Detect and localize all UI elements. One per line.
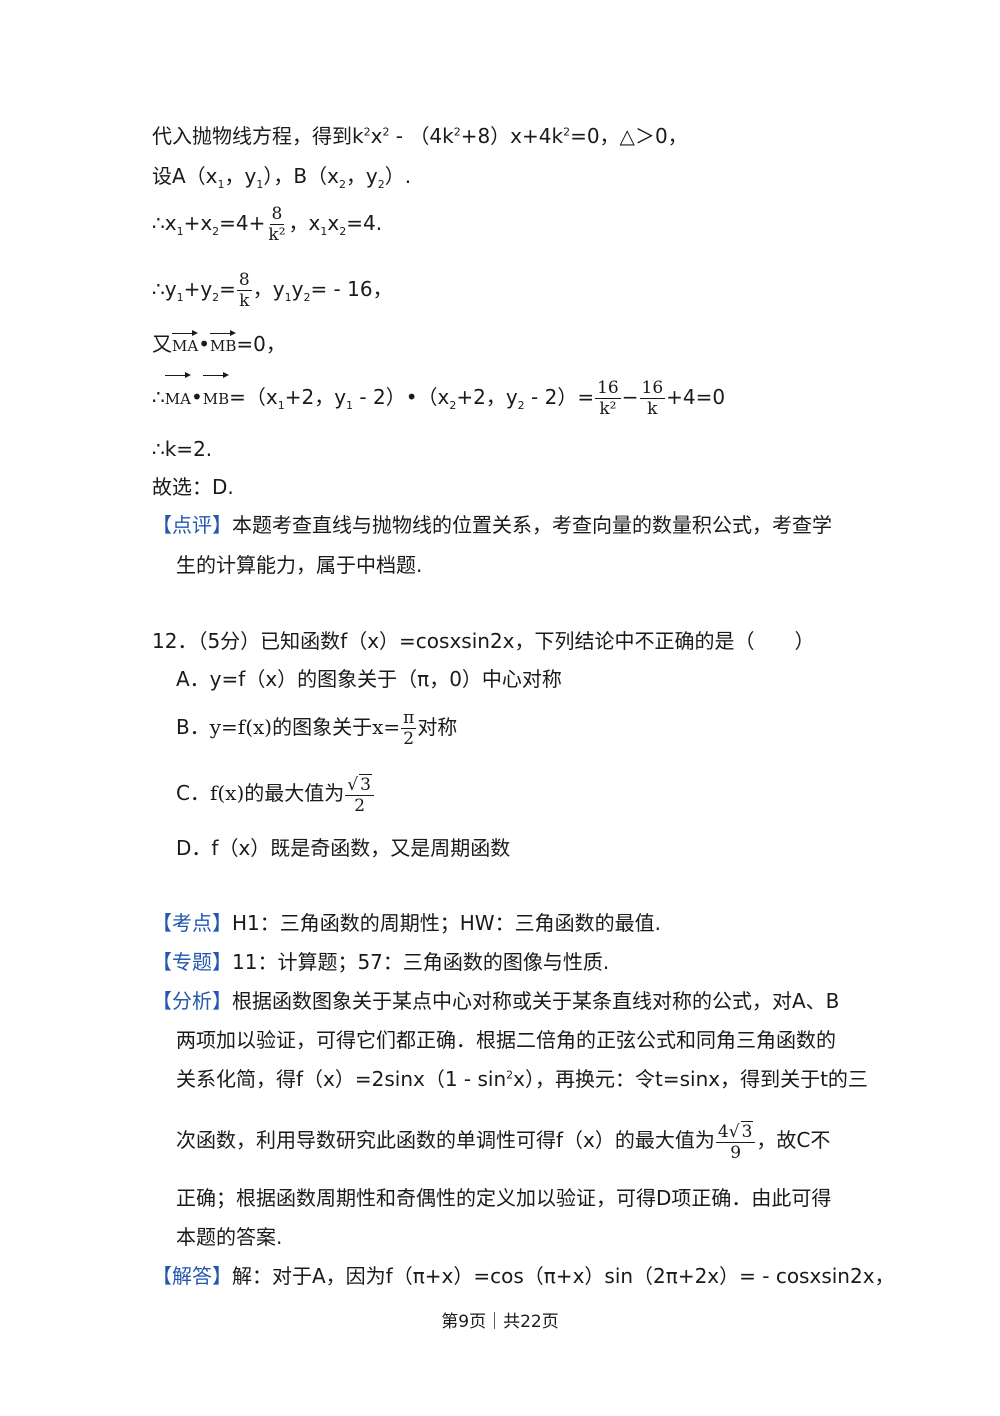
solution-line-5: 又MA•MB=0， [152, 330, 286, 358]
vector-ma: MA [164, 372, 192, 422]
review-tag: 【点评】 [152, 513, 232, 537]
fenxi-tag: 【分析】 [152, 989, 232, 1013]
question-stem: 12．（5分）已知函数f（x）=cosxsin2x，下列结论中不正确的是（ ） [152, 629, 815, 653]
jieda-line: 【解答】解：对于A，因为f（π+x）=cos（π+x）sin（2π+2x）= -… [152, 1264, 895, 1288]
vector-ma: MA [172, 330, 199, 358]
review-line-2: 生的计算能力，属于中档题. [176, 553, 423, 577]
fenxi-line-1: 【分析】根据函数图象关于某点中心对称或关于某条直线对称的公式，对A、B [152, 989, 840, 1013]
solution-line-7: ∴k=2. [152, 437, 213, 461]
fenxi-line-3: 关系化简，得f（x）=2sinx（1 - sin2x），再换元：令t=sinx，… [176, 1067, 868, 1091]
solution-line-2: 设A（x1，y1），B（x2，y2）. [152, 164, 412, 191]
page-footer: 第9页｜共22页 [441, 1312, 559, 1332]
vector-mb: MB [202, 372, 230, 422]
vector-mb: MB [210, 330, 237, 358]
option-a: A．y=f（x）的图象关于（π，0）中心对称 [176, 667, 562, 691]
option-d: D．f（x）既是奇函数，又是周期函数 [176, 836, 511, 860]
zhuanti-line: 【专题】11：计算题；57：三角函数的图像与性质. [152, 950, 610, 974]
kaodian-tag: 【考点】 [152, 911, 232, 935]
review-line-1: 【点评】本题考查直线与抛物线的位置关系，考查向量的数量积公式，考查学 [152, 513, 832, 537]
zhuanti-tag: 【专题】 [152, 950, 232, 974]
fenxi-line-6: 本题的答案. [176, 1225, 283, 1249]
jieda-tag: 【解答】 [152, 1264, 232, 1288]
fenxi-line-5: 正确；根据函数周期性和奇偶性的定义加以验证，可得D项正确．由此可得 [176, 1186, 832, 1210]
kaodian-line: 【考点】H1：三角函数的周期性；HW：三角函数的最值. [152, 911, 661, 935]
solution-line-8: 故选：D. [152, 475, 234, 499]
solution-line-1: 代入抛物线方程，得到k2x2 - （4k2+8）x+4k2=0，△＞0， [152, 124, 688, 148]
fenxi-line-2: 两项加以验证，可得它们都正确．根据二倍角的正弦公式和同角三角函数的 [176, 1028, 836, 1052]
